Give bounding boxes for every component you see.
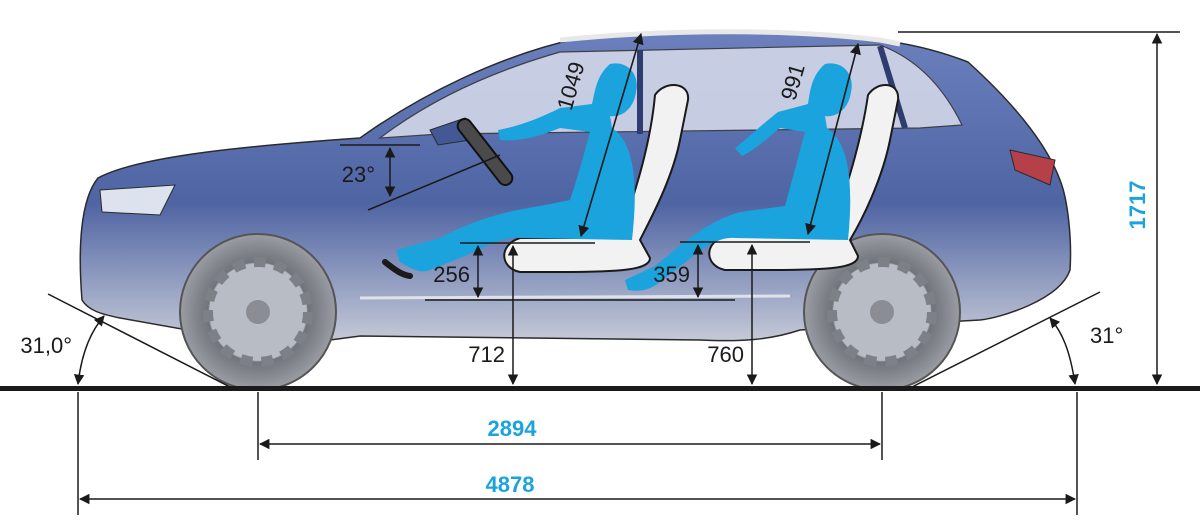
approach-angle-dimension: 31,0° <box>20 293 233 389</box>
overall-length-value: 4878 <box>486 472 535 497</box>
departure-angle-dimension: 31° <box>909 291 1123 389</box>
headlight <box>99 184 176 216</box>
wheelbase-dimension: 2894 <box>257 392 883 460</box>
front-hip-height-dimension: 712 <box>468 244 519 386</box>
overall-length-dimension: 4878 <box>77 392 1078 515</box>
seated-person-icon <box>396 63 637 272</box>
overall-height-dimension: 1717 <box>898 31 1180 386</box>
front-seat-height-dimension: 256 <box>425 242 735 301</box>
seated-person-icon <box>625 63 852 291</box>
departure-angle-value: 31° <box>1090 323 1123 348</box>
rear-seat-height-value: 359 <box>653 262 690 287</box>
wheel-hub <box>246 300 270 324</box>
rear-wheel <box>803 233 961 391</box>
steering-wheel-icon <box>456 117 514 187</box>
steering-angle-value: 23° <box>342 162 375 187</box>
wheel-rim <box>827 257 937 367</box>
rear-hip-height-value: 760 <box>707 342 744 367</box>
ground-line <box>0 386 1200 391</box>
front-seat-height-value: 256 <box>433 262 470 287</box>
overall-height-value: 1717 <box>1125 181 1150 230</box>
rear-seat-height-dimension: 359 <box>653 241 810 299</box>
wheel-hub <box>870 300 894 324</box>
front-wheel <box>179 233 337 391</box>
rear-hip-height-dimension: 760 <box>707 243 758 386</box>
front-hip-height-value: 712 <box>468 342 505 367</box>
taillight <box>1009 149 1056 186</box>
side-trim <box>359 294 791 300</box>
wheel-rim <box>203 257 313 367</box>
steering-angle-dimension: 23° <box>340 144 501 211</box>
front-occupant <box>396 63 637 272</box>
rear-occupant <box>625 63 852 291</box>
door-handle-icon <box>382 259 413 279</box>
approach-angle-value: 31,0° <box>20 333 72 358</box>
wheelbase-value: 2894 <box>488 416 538 441</box>
